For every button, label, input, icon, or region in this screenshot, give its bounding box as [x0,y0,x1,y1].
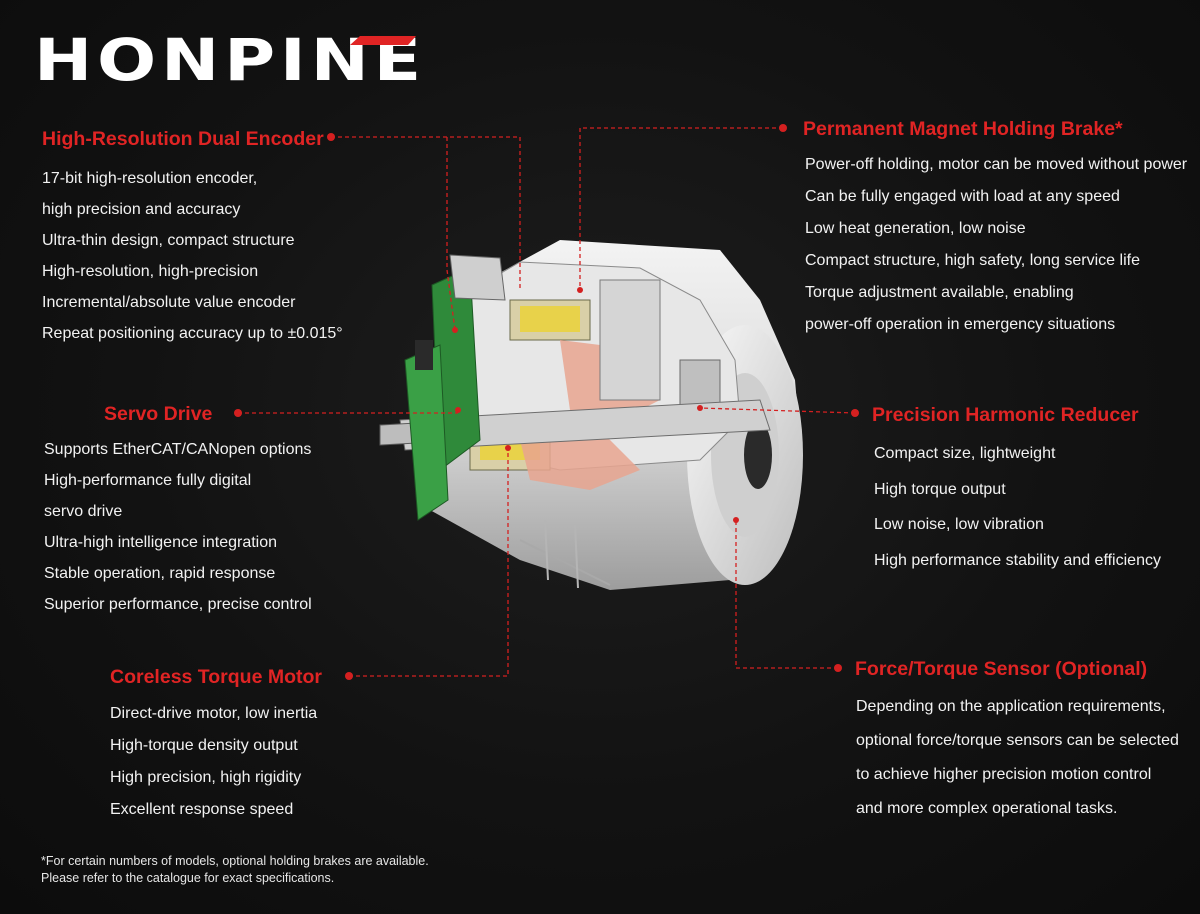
servo-item: Stable operation, rapid response [44,565,276,582]
footnote: *For certain numbers of models, optional… [41,853,429,887]
motor-title: Coreless Torque Motor [110,666,322,688]
sensor-item: Depending on the application requirement… [856,698,1166,715]
sensor-items: Depending on the application requirement… [856,690,1179,826]
leader-sensor [735,520,838,669]
brake-item: Torque adjustment available, enabling [805,284,1074,301]
motor-item: Direct-drive motor, low inertia [110,705,318,722]
servo-item: Supports EtherCAT/CANopen options [44,441,312,458]
servo-section: Servo Drive [104,402,212,426]
encoder-item: High-resolution, high-precision [42,263,259,280]
sensor-title: Force/Torque Sensor (Optional) [855,658,1148,680]
cutaway-interior [379,261,771,490]
servo-item: Superior performance, precise control [44,596,312,613]
logo-accent-stroke [350,36,416,45]
footnote-line: Please refer to the catalogue for exact … [41,871,335,885]
motor-section: Coreless Torque Motor Direct-drive motor… [110,665,322,826]
encoder-section: High-Resolution Dual Encoder 17-bit high… [42,127,343,349]
encoder-item: Ultra-thin design, compact structure [42,232,295,249]
servo-item: Ultra-high intelligence integration [44,534,278,551]
brake-item: power-off operation in emergency situati… [805,316,1116,333]
brake-item: Power-off holding, motor can be moved wi… [805,156,1188,173]
reducer-item: High torque output [874,480,1006,498]
motor-item: High precision, high rigidity [110,769,302,786]
servo-title: Servo Drive [104,403,213,425]
servo-items: Supports EtherCAT/CANopen options High-p… [44,434,312,620]
encoder-item: Incremental/absolute value encoder [42,294,296,311]
motor-item: High-torque density output [110,737,298,754]
footnote-line: *For certain numbers of models, optional… [41,854,429,868]
leader-brake [579,127,783,290]
sensor-item: and more complex operational tasks. [856,800,1118,817]
reducer-item: High performance stability and efficienc… [874,551,1161,569]
brake-items: Power-off holding, motor can be moved wi… [805,149,1187,341]
reducer-title: Precision Harmonic Reducer [872,404,1139,426]
leader-encoder [331,136,521,290]
pcb-boards [404,254,506,521]
leader-reducer [699,407,856,414]
encoder-title: High-Resolution Dual Encoder [42,128,324,150]
leader-encoder-2 [446,137,456,331]
sensor-item: optional force/torque sensors can be sel… [856,732,1179,749]
servo-item: servo drive [44,503,123,520]
brand-logo: HONPINE [34,26,426,94]
leader-dots [234,124,859,680]
reducer-item: Compact size, lightweight [874,445,1056,462]
servo-item: High-performance fully digital [44,472,252,489]
brake-title: Permanent Magnet Holding Brake* [803,118,1123,140]
reducer-item: Low noise, low vibration [874,516,1044,533]
reducer-items: Compact size, lightweight High torque ou… [874,436,1161,578]
encoder-item: 17-bit high-resolution encoder, [42,170,258,187]
encoder-item: high precision and accuracy [42,201,241,218]
leader-lines [238,127,856,677]
motor-item: Excellent response speed [110,801,294,818]
reducer-section: Precision Harmonic Reducer [872,403,1139,427]
sensor-section: Force/Torque Sensor (Optional) [855,657,1147,681]
brake-item: Compact structure, high safety, long ser… [805,252,1140,269]
brake-item: Can be fully engaged with load at any sp… [805,188,1120,205]
brake-section: Permanent Magnet Holding Brake* [803,117,1123,141]
encoder-item: Repeat positioning accuracy up to ±0.015… [42,325,343,342]
brake-item: Low heat generation, low noise [805,220,1026,237]
leader-motor [349,445,509,677]
sensor-item: to achieve higher precision motion contr… [856,766,1152,783]
